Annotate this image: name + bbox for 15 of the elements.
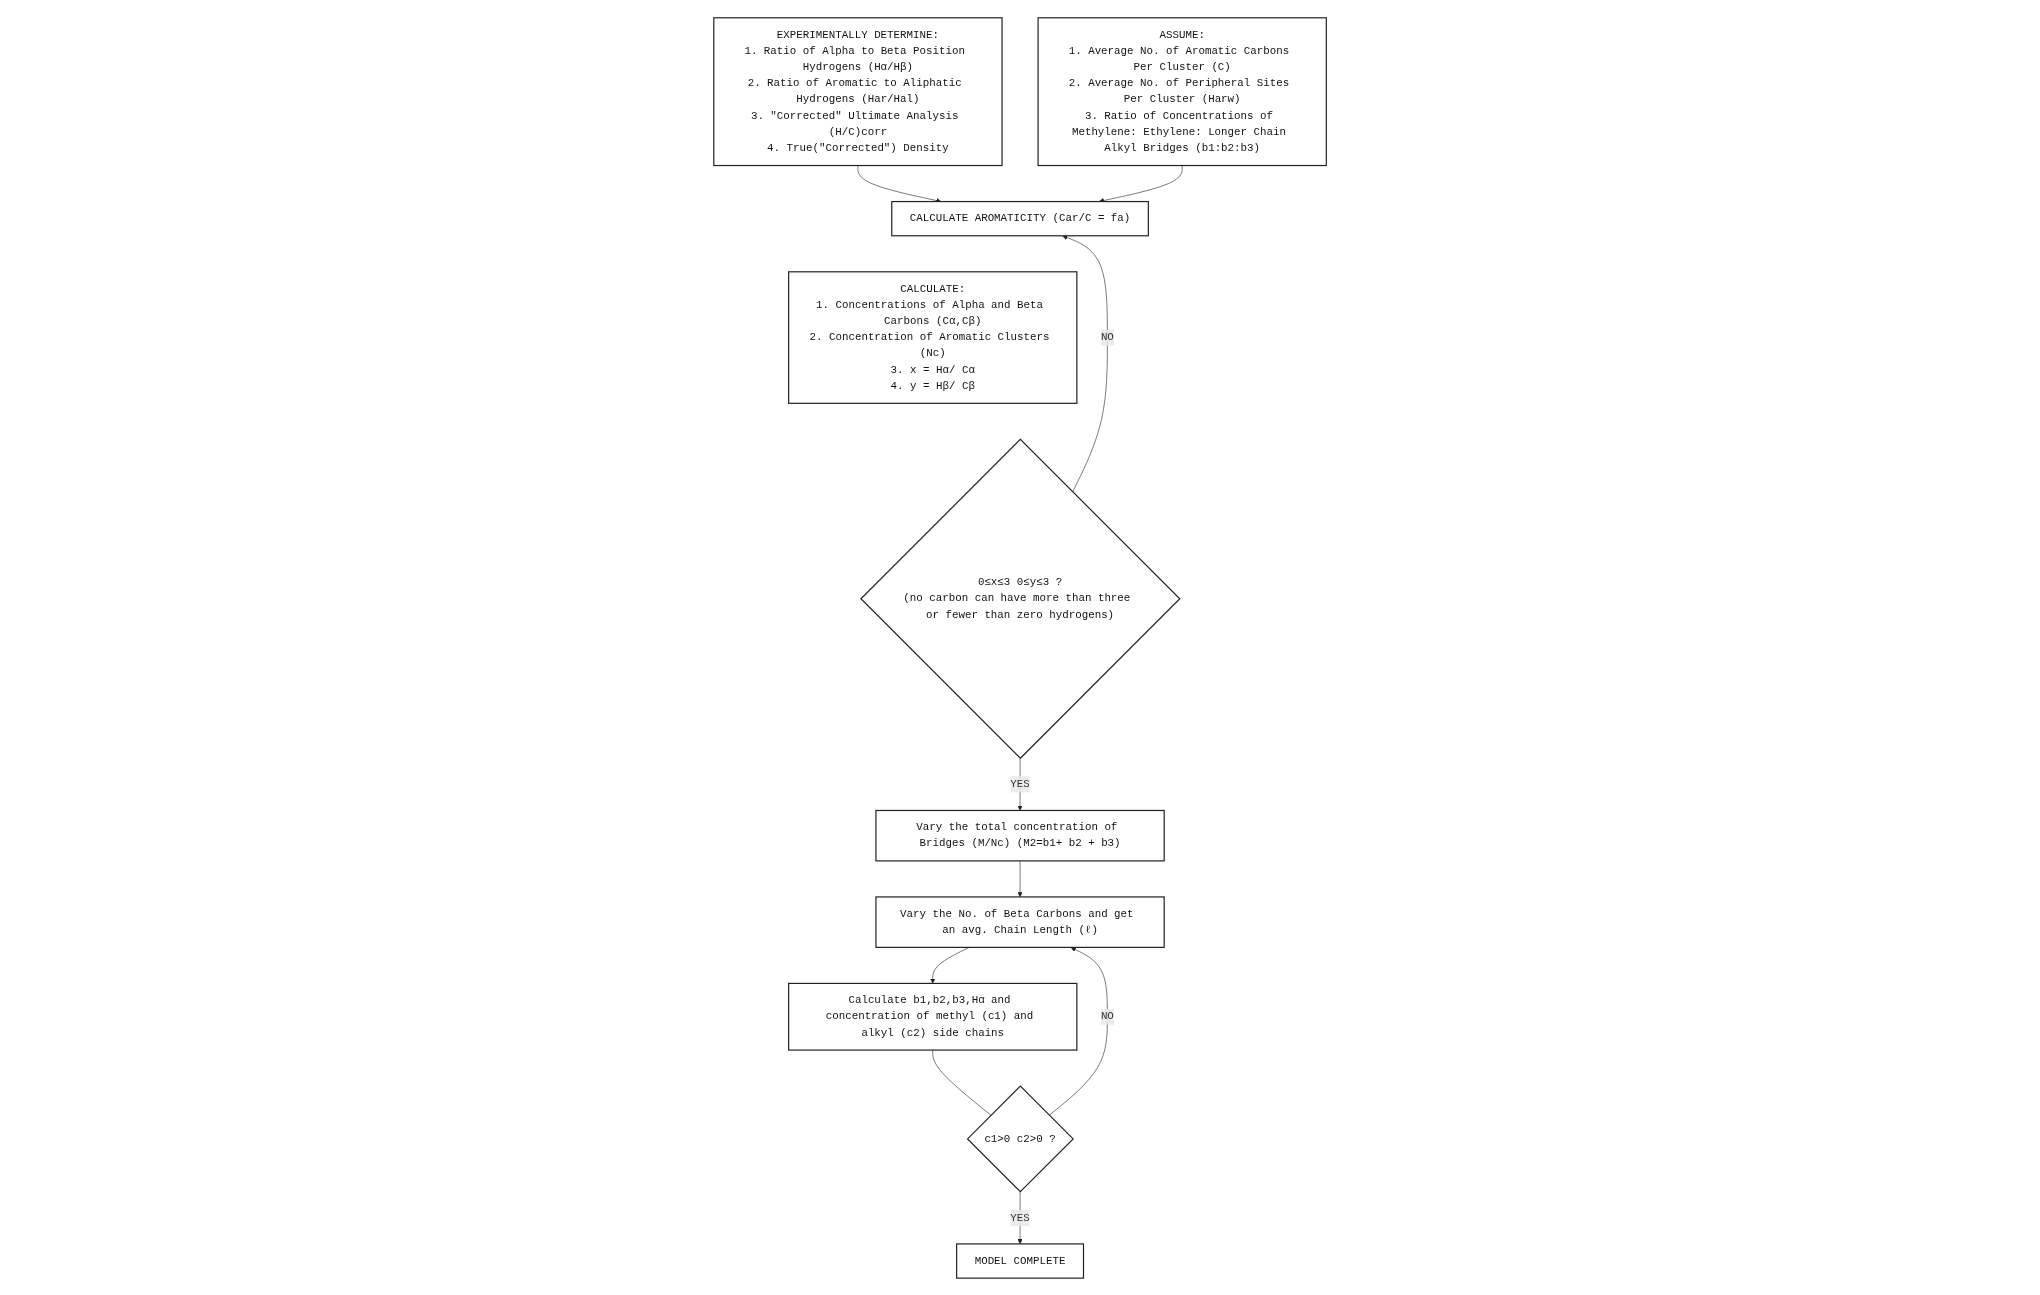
node-box: ASSUME: 1. Average No. of Aromatic Carbons Per Cluster (C) 2. Average No. of Peripheral Sites Per Cluster (Harw) 3. Ratio of Concentrations of Methylene: Ethylene: Longer Chain Alkyl Bridges (b1:b2:b3) [1037,16,1327,166]
edge-label: NO [1100,330,1114,343]
node-box: CALCULATE: 1. Concentrations of Alpha and Beta Carbons (Cα,Cβ) 2. Concentration of Aromatic Clusters (Nc) 3. x = Hα/ Cα 4. y = Hβ/ Cβ [787,270,1078,404]
node-box: CALCULATE AROMATICITY (Car/C = fa) [891,200,1149,236]
node-box: Calculate b1,b2,b3,Hα and concentration of methyl (c1) and alkyl (c2) side chains [787,982,1078,1051]
node-box: Vary the total concentration of Bridges (M/Nc) (M2=b1+ b2 + b3) [875,809,1165,861]
edge-label: YES [1010,1211,1030,1224]
connector [932,1049,992,1116]
node-box: EXPERIMENTALLY DETERMINE: 1. Ratio of Alpha to Beta Position Hydrogens (Hα/Hβ) 2. Ratio of Aromatic to Aliphatic Hydrogens (Har/Hal) 3. "Corrected" Ultimate Analysis (H/C)corr 4. True("Corrected") Density [713,16,1003,166]
node-box: Vary the No. of Beta Carbons and get an avg. Chain Length (ℓ) [875,895,1165,948]
node-box: MODEL COMPLETE [956,1242,1084,1279]
edge-label: YES [1010,777,1030,790]
node-diamond: c1>0 c2>0 ? [966,1084,1074,1193]
edge-label: NO [1100,1009,1114,1022]
node-diamond: 0≤x≤3 0≤y≤3 ? (no carbon can have more than three or fewer than zero hydrogens) [860,438,1181,759]
